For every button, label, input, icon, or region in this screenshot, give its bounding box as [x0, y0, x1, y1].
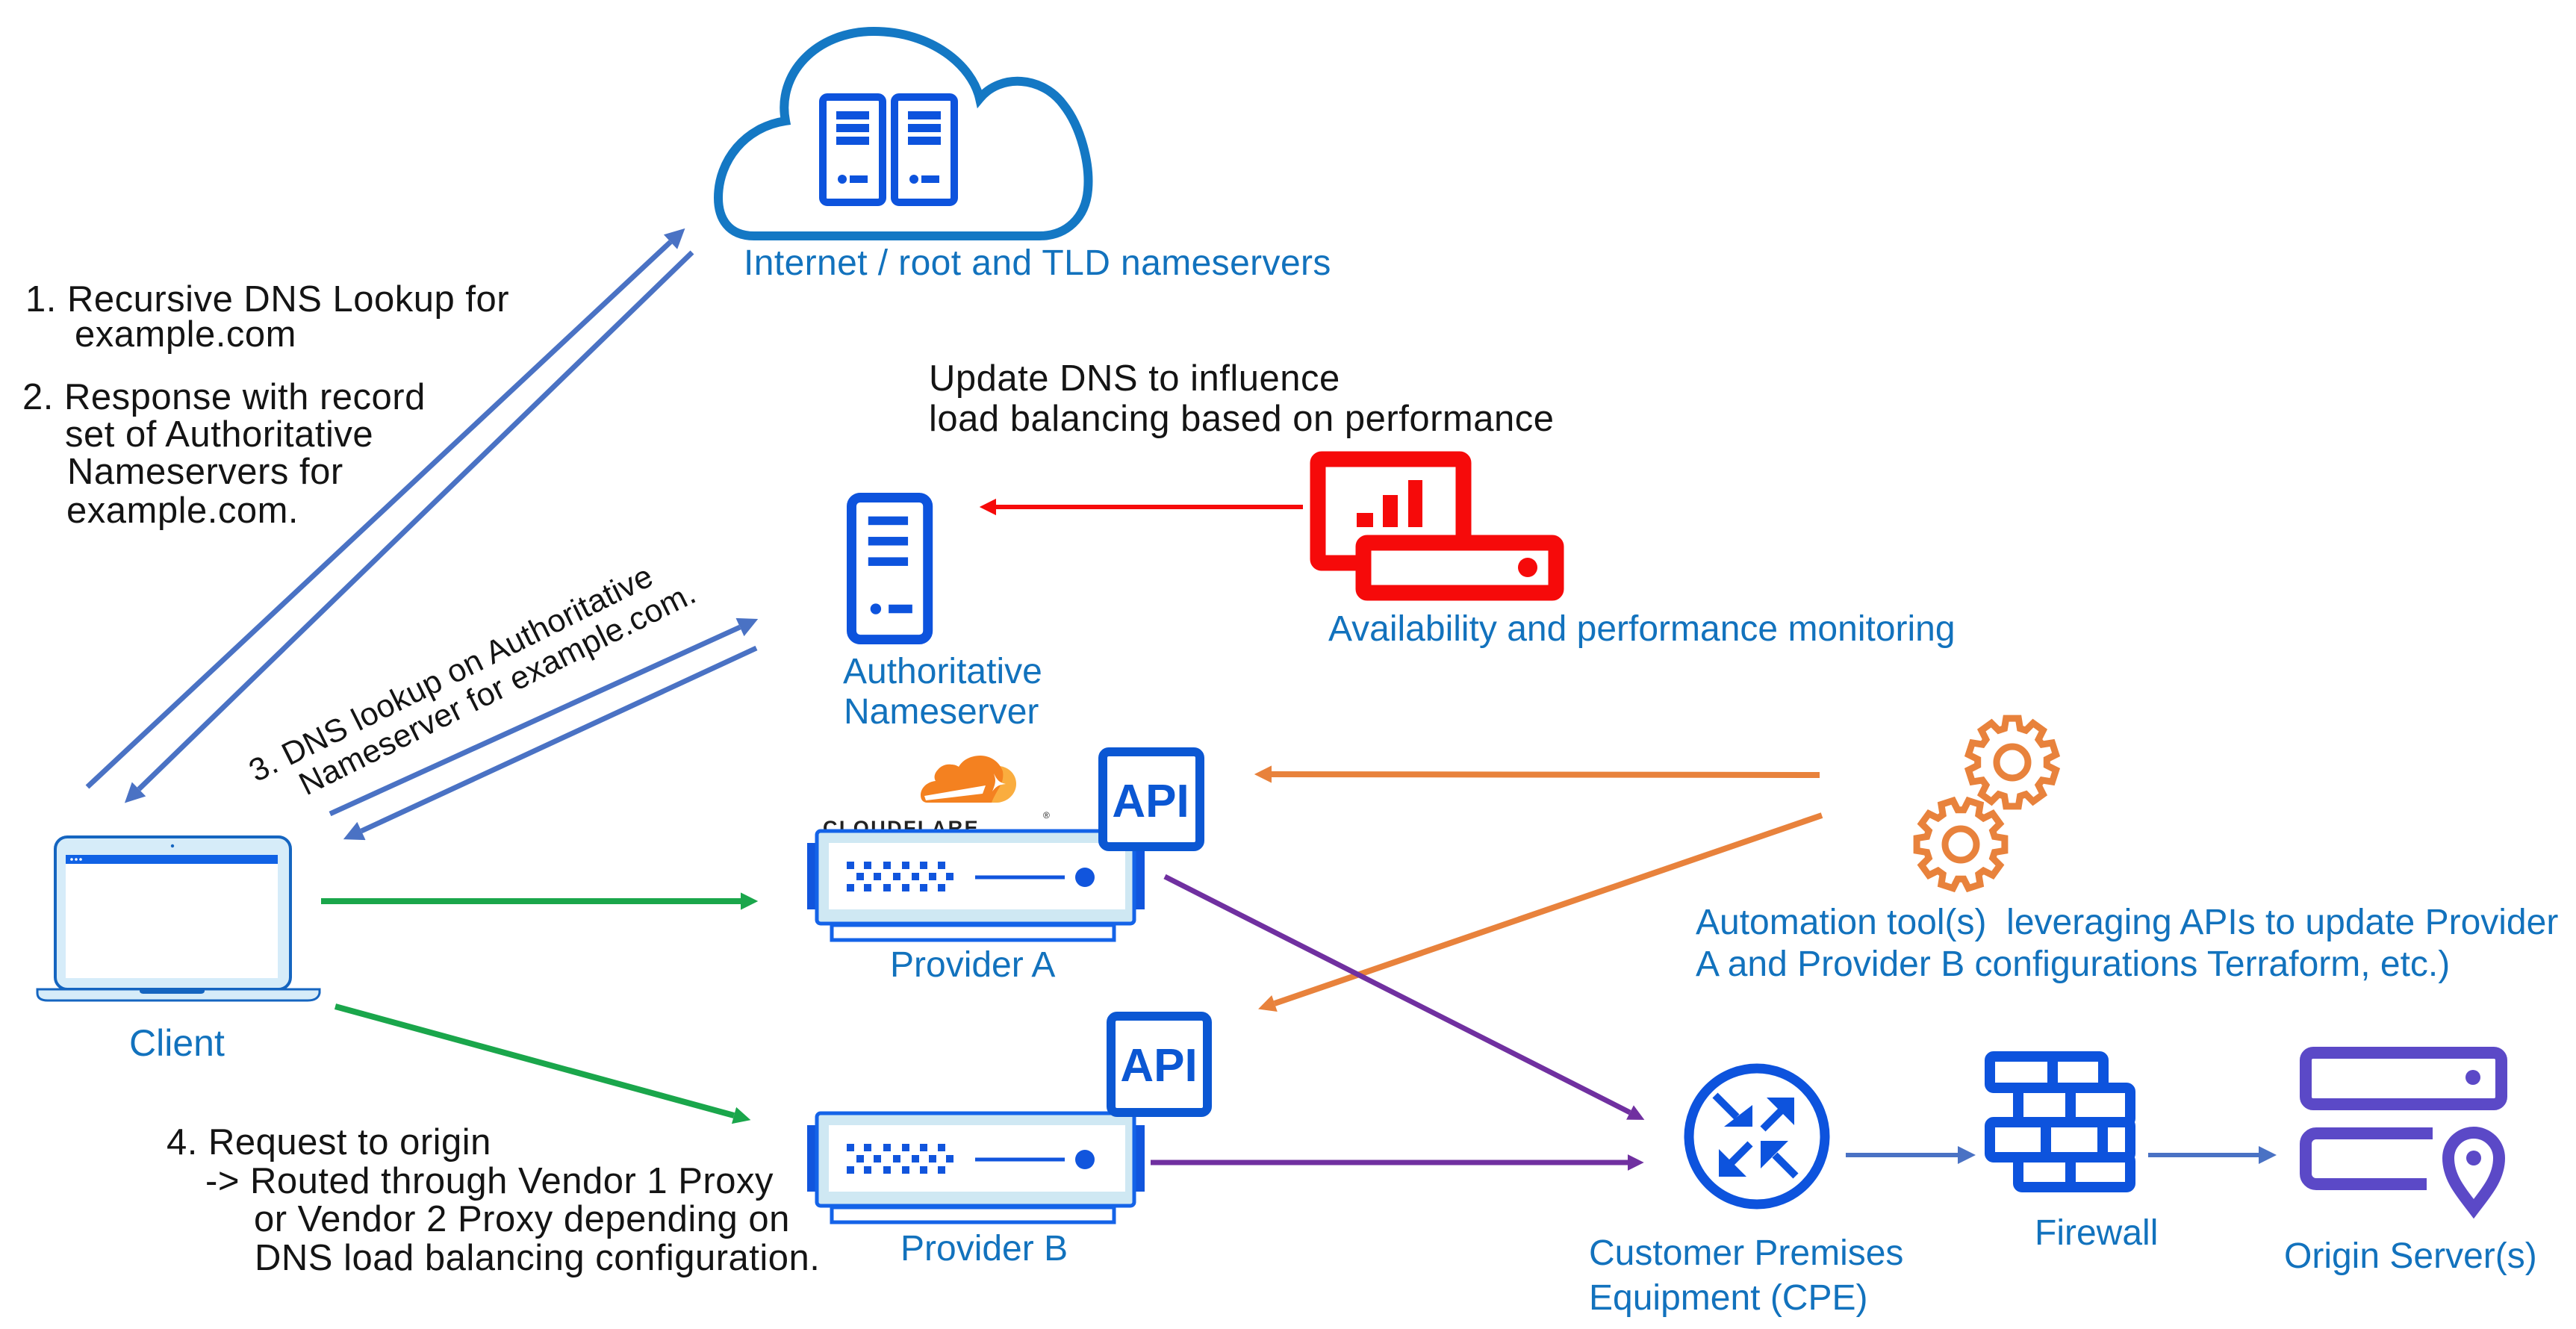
svg-text:2. Response with record: 2. Response with record [22, 377, 426, 417]
svg-text:Update DNS to influence: Update DNS to influence [929, 358, 1340, 399]
svg-text:Automation tool(s) leveraging: Automation tool(s) leveraging APIs to up… [1696, 903, 2558, 942]
svg-text:1. Recursive DNS Lookup for: 1. Recursive DNS Lookup for [25, 279, 509, 320]
svg-text:Provider B: Provider B [900, 1229, 1068, 1269]
svg-text:Authoritative: Authoritative [843, 652, 1042, 691]
svg-text:4. Request to origin: 4. Request to origin [167, 1122, 491, 1163]
svg-text:Nameservers for: Nameservers for [67, 452, 343, 492]
svg-text:DNS load balancing configurati: DNS load balancing configuration. [255, 1238, 820, 1278]
svg-text:API: API [1112, 776, 1189, 827]
svg-text:Nameserver: Nameserver [844, 692, 1039, 732]
svg-text:-> Routed through Vendor 1 Pro: -> Routed through Vendor 1 Proxy [205, 1161, 774, 1201]
svg-text:A and Provider B configuration: A and Provider B configurations Terrafor… [1696, 944, 2450, 984]
svg-text:or Vendor 2 Proxy depending on: or Vendor 2 Proxy depending on [254, 1199, 790, 1239]
svg-text:load balancing based on perfor: load balancing based on performance [929, 399, 1554, 439]
svg-text:Provider A: Provider A [890, 945, 1055, 985]
svg-text:example.com: example.com [75, 314, 296, 355]
svg-text:Client: Client [129, 1022, 225, 1064]
svg-text:set of Authoritative: set of Authoritative [65, 414, 373, 455]
svg-text:API: API [1120, 1040, 1197, 1092]
svg-text:example.com.: example.com. [66, 491, 299, 531]
svg-text:Equipment (CPE): Equipment (CPE) [1589, 1278, 1867, 1318]
svg-text:Availability and performance m: Availability and performance monitoring [1328, 609, 1956, 649]
svg-text:Origin Server(s): Origin Server(s) [2284, 1236, 2537, 1276]
svg-text:Firewall: Firewall [2035, 1213, 2158, 1253]
svg-text:Customer Premises: Customer Premises [1589, 1233, 1903, 1273]
svg-text:®: ® [1043, 810, 1050, 821]
svg-text:Internet / root and TLD namese: Internet / root and TLD nameservers [744, 243, 1331, 283]
